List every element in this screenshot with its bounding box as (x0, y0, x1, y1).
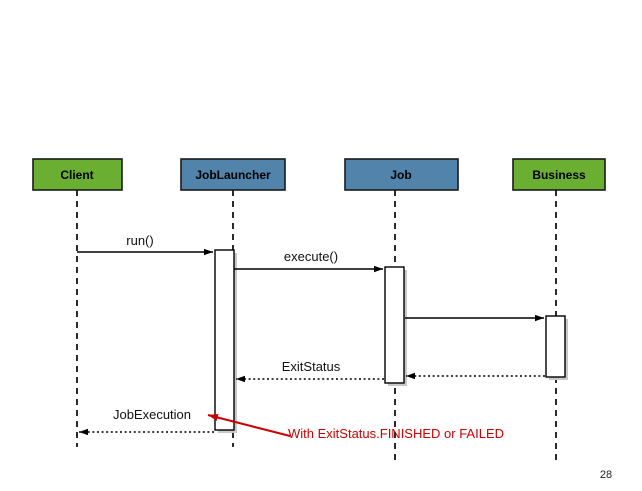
lifeline-box-joblauncher[interactable] (180, 158, 286, 191)
messages: run() execute() ExitStatus (77, 233, 545, 436)
lifeline-label-client: Client (60, 168, 93, 182)
message-run-label: run() (126, 233, 153, 248)
message-run: run() (77, 233, 213, 256)
lifeline-label-joblauncher: JobLauncher (195, 168, 271, 182)
annotation-exitstatus: With ExitStatus.FINISHED or FAILED (207, 413, 504, 441)
lifeline-box-business[interactable] (512, 158, 606, 191)
message-execute: execute() (234, 249, 383, 273)
lifeline-headers: Client JobLauncher Job Business (32, 158, 606, 191)
page-number: 28 (600, 469, 612, 481)
message-jobexecution-label: JobExecution (113, 407, 191, 422)
activation-bar-business (545, 315, 566, 378)
annotation-text: With ExitStatus.FINISHED or FAILED (288, 426, 504, 441)
message-jobexecution: JobExecution (79, 407, 214, 436)
message-exitstatus-label: ExitStatus (282, 359, 341, 374)
lifeline-header-business[interactable]: Business (512, 158, 606, 191)
lifeline-header-client[interactable]: Client (32, 158, 123, 191)
lifeline-box-job[interactable] (344, 158, 459, 191)
message-exitstatus: ExitStatus (236, 359, 384, 383)
lifeline-label-job: Job (390, 168, 411, 182)
lifeline-label-business: Business (532, 168, 586, 182)
activation-bar-job (384, 266, 405, 384)
lifeline-header-job[interactable]: Job (344, 158, 459, 191)
lifeline-header-joblauncher[interactable]: JobLauncher (180, 158, 286, 191)
annotation-arrow (207, 413, 291, 437)
message-execute-label: execute() (284, 249, 338, 264)
lifeline-box-client[interactable] (32, 158, 123, 191)
activation-bar-joblauncher (214, 249, 235, 431)
activation-bars (214, 249, 568, 433)
